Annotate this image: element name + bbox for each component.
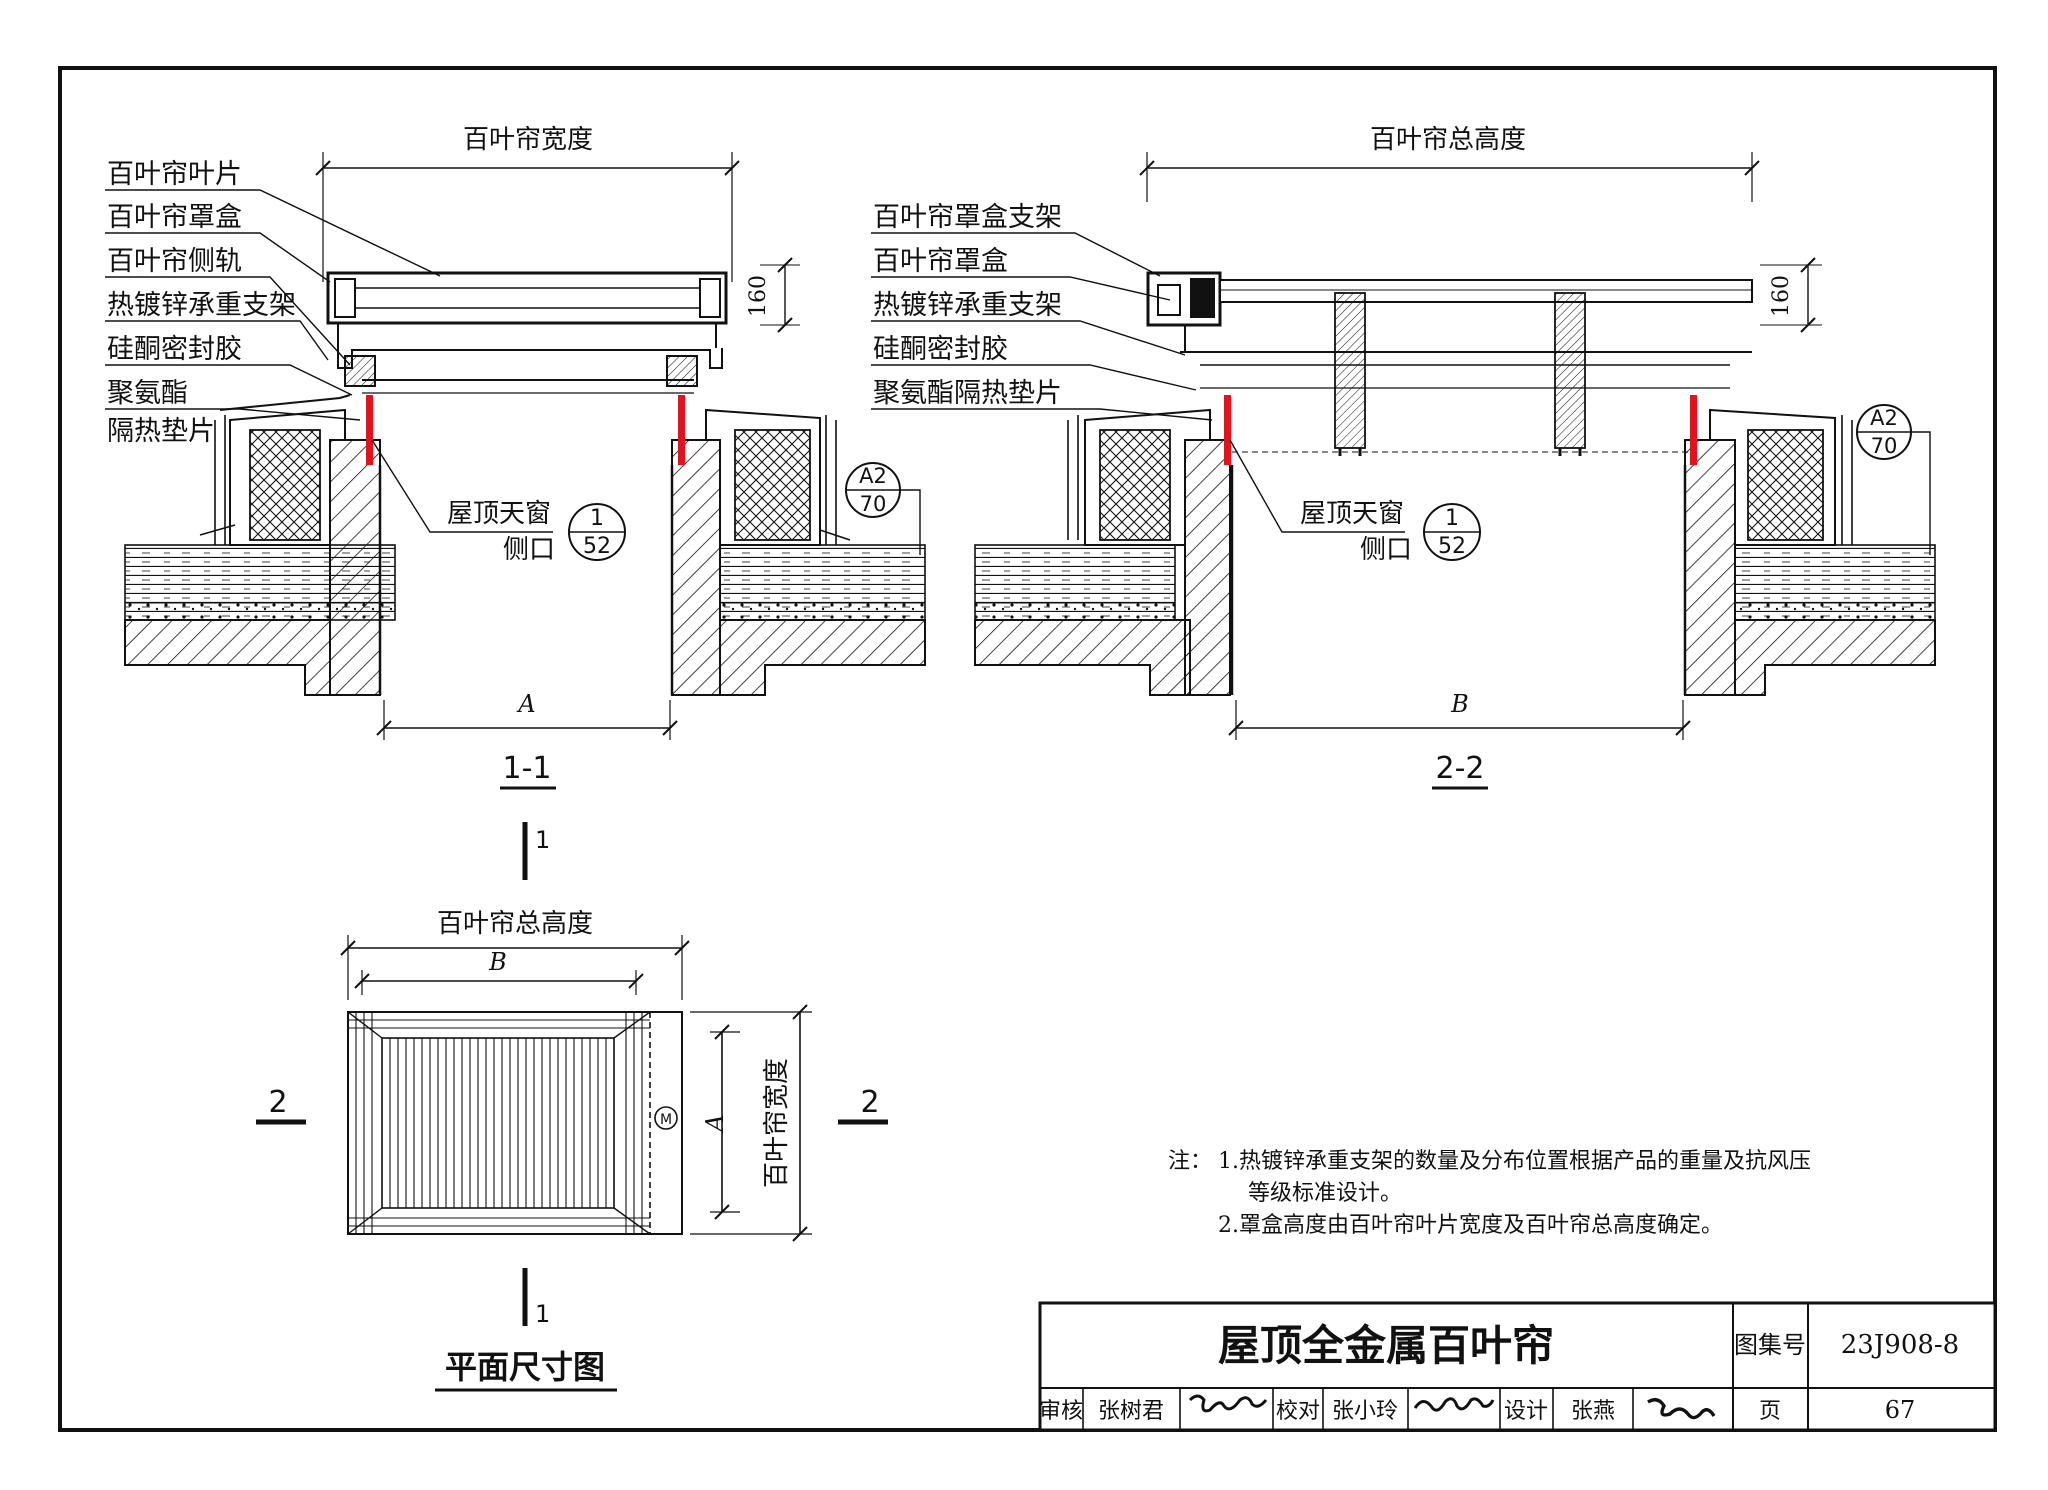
note-line-3: 2.罩盒高度由百叶帘叶片宽度及百叶帘总高度确定。 (1218, 1213, 1723, 1238)
ref-skylight-text2-2: 侧口 (1360, 535, 1412, 565)
section-2-2: 百叶帘总高度 160 (871, 125, 1936, 790)
ref-a2-num-2: A2 (1870, 406, 1898, 430)
checker-signature (1413, 1397, 1495, 1412)
ref-skylight-text1: 屋顶天窗 (447, 499, 551, 529)
review-label: 审核 (1039, 1399, 1083, 1424)
label-box-2: 百叶帘罩盒 (873, 246, 1008, 277)
page-number: 67 (1885, 1396, 1916, 1424)
dim-160-label-2: 160 (1769, 275, 1794, 317)
dim-160-label: 160 (746, 275, 771, 317)
plan-dim-width: 百叶帘宽度 (762, 1058, 792, 1188)
ref-skylight-text1-2: 屋顶天窗 (1300, 499, 1404, 529)
cut-marker-1-bottom: 1 (535, 1300, 550, 1328)
label-side-rail: 百叶帘侧轨 (107, 246, 242, 277)
cut-marker-2-right: 2 (860, 1085, 879, 1120)
atlas-number: 23J908-8 (1841, 1330, 1959, 1360)
drawing-title: 屋顶全金属百叶帘 (1218, 1321, 1554, 1370)
designer-name: 张燕 (1571, 1399, 1615, 1424)
reviewer-signature (1188, 1394, 1268, 1413)
dim-A-label: A (516, 690, 535, 718)
designer-signature (1647, 1398, 1716, 1420)
ref-a2-page: 70 (860, 492, 887, 516)
callout-labels-2-2: 百叶帘罩盒支架 百叶帘罩盒 热镀锌承重支架 硅酮密封胶 聚氨酯隔热垫片 (871, 202, 1213, 421)
title-block: 屋顶全金属百叶帘 图集号 23J908-8 审核 张树君 校对 张小玲 设计 张… (1038, 1301, 1997, 1432)
notes-prefix: 注： (1168, 1149, 1212, 1174)
design-label: 设计 (1504, 1399, 1548, 1424)
ref-skylight-page-2: 52 (1438, 534, 1466, 559)
label-pu-spacer-2: 聚氨酯隔热垫片 (873, 378, 1062, 409)
plan-slats (348, 1012, 650, 1234)
note-line-2: 等级标准设计。 (1248, 1181, 1402, 1206)
motor-symbol: M (660, 1112, 672, 1128)
atlas-label: 图集号 (1734, 1331, 1806, 1359)
cut-marker-1-top: 1 (535, 826, 550, 854)
label-slat: 百叶帘叶片 (107, 159, 242, 190)
label-box: 百叶帘罩盒 (107, 202, 242, 233)
page-label: 页 (1759, 1399, 1781, 1424)
check-label: 校对 (1276, 1399, 1320, 1424)
label-sealant: 硅酮密封胶 (107, 334, 242, 365)
section-title-2-2: 2-2 (1436, 751, 1485, 786)
cut-marker-2-left: 2 (268, 1085, 287, 1120)
plan-dim-B: B (488, 948, 507, 976)
note-line-1: 1.热镀锌承重支架的数量及分布位置根据产品的重量及抗风压 (1218, 1149, 1811, 1174)
plan-title: 平面尺寸图 (445, 1348, 605, 1386)
plan-dim-A: A (701, 1114, 729, 1133)
notes: 注： 1.热镀锌承重支架的数量及分布位置根据产品的重量及抗风压 等级标准设计。 … (1168, 1149, 1811, 1238)
section-1-1: 百叶帘宽度 160 (105, 125, 926, 790)
callout-labels-1-1: 百叶帘叶片 百叶帘罩盒 百叶帘侧轨 热镀锌承重支架 硅酮密封胶 聚氨酯 隔热垫片 (105, 159, 441, 447)
ref-skylight-num: 1 (590, 506, 604, 531)
label-pu: 聚氨酯 (107, 378, 188, 409)
label-sealant-2: 硅酮密封胶 (873, 334, 1008, 365)
dim-B-label: B (1450, 690, 1469, 718)
dim-width-label: 百叶帘宽度 (463, 125, 593, 155)
label-spacer: 隔热垫片 (107, 416, 215, 447)
reviewer-name: 张树君 (1098, 1399, 1164, 1424)
section-title-1-1: 1-1 (503, 751, 552, 786)
ref-skylight-num-2: 1 (1445, 506, 1459, 531)
ref-a2-page-2: 70 (1871, 434, 1898, 458)
plan-dim-total-height: 百叶帘总高度 (437, 909, 593, 939)
ref-a2-num: A2 (859, 464, 887, 488)
label-bracket: 热镀锌承重支架 (107, 290, 296, 321)
label-box-bracket: 百叶帘罩盒支架 (873, 202, 1062, 233)
checker-name: 张小玲 (1332, 1399, 1398, 1424)
ref-skylight-page: 52 (583, 534, 611, 559)
ref-skylight-text2: 侧口 (503, 535, 555, 565)
sheet-border (58, 66, 1997, 1432)
plan-view: 1 1 2 2 百叶帘总高度 B M (256, 822, 888, 1392)
label-bracket-2: 热镀锌承重支架 (873, 290, 1062, 321)
dim-height-label: 百叶帘总高度 (1370, 125, 1526, 155)
